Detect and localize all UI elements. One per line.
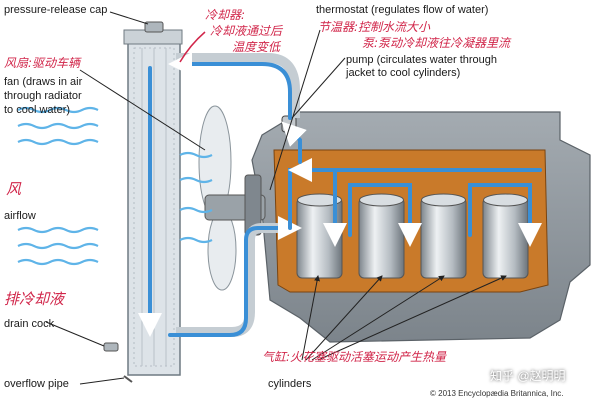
cylinder-2 [358, 197, 405, 279]
fan [198, 105, 266, 291]
radiator-note-1: 冷却器: [205, 8, 246, 22]
thermostat-label: thermostat (regulates flow of water) [316, 4, 489, 16]
cylinder-4 [482, 197, 529, 279]
radiator [123, 29, 183, 376]
cylinder-3 [420, 197, 467, 279]
flow-arrows [138, 52, 542, 337]
airflow-label: airflow [4, 210, 36, 222]
copyright-text: © 2013 Encyclopædia Britannica, Inc. [430, 389, 564, 398]
fan-label-line-3: to cool water) [4, 104, 71, 116]
pump-label-line-2: jacket to cool cylinders) [346, 67, 461, 79]
overflow-pipe-label: overflow pipe [4, 378, 69, 390]
pressure-cap-label: pressure-release cap [4, 4, 108, 16]
pump-note: 泵:泵动冷却液往冷凝器里流 [362, 36, 511, 50]
cylinder-note: 气缸:火花塞驱动活塞运动产生热量 [262, 350, 447, 364]
drain-cock-label: drain cock [4, 318, 55, 330]
airflow-arrows [17, 106, 213, 266]
thermostat-note: 节温器:控制水流大小 [318, 20, 431, 34]
drain-note: 排冷却液 [4, 290, 65, 308]
annotation-arrow [179, 31, 206, 63]
overflow-pipe [123, 375, 133, 383]
cylinder-group [296, 193, 529, 279]
pump-label-line-1: pump (circulates water through [346, 54, 498, 66]
radiator-note-2: 冷却液通过后 [210, 24, 283, 38]
fan-label-line-1: fan (draws in air [4, 76, 83, 88]
leader-lines [45, 11, 507, 385]
watermark-text: 知乎 @赵明明 [490, 369, 566, 383]
cylinders-label: cylinders [268, 378, 312, 390]
radiator-note-3: 温度变低 [232, 40, 281, 54]
wind-note: 风 [6, 180, 22, 198]
upper-hose [176, 53, 300, 118]
fan-label-line-2: through radiator [4, 90, 82, 102]
fan-note: 风扇:驱动车辆 [4, 56, 81, 70]
drain-cock [103, 342, 119, 352]
pressure-release-cap [144, 21, 164, 33]
